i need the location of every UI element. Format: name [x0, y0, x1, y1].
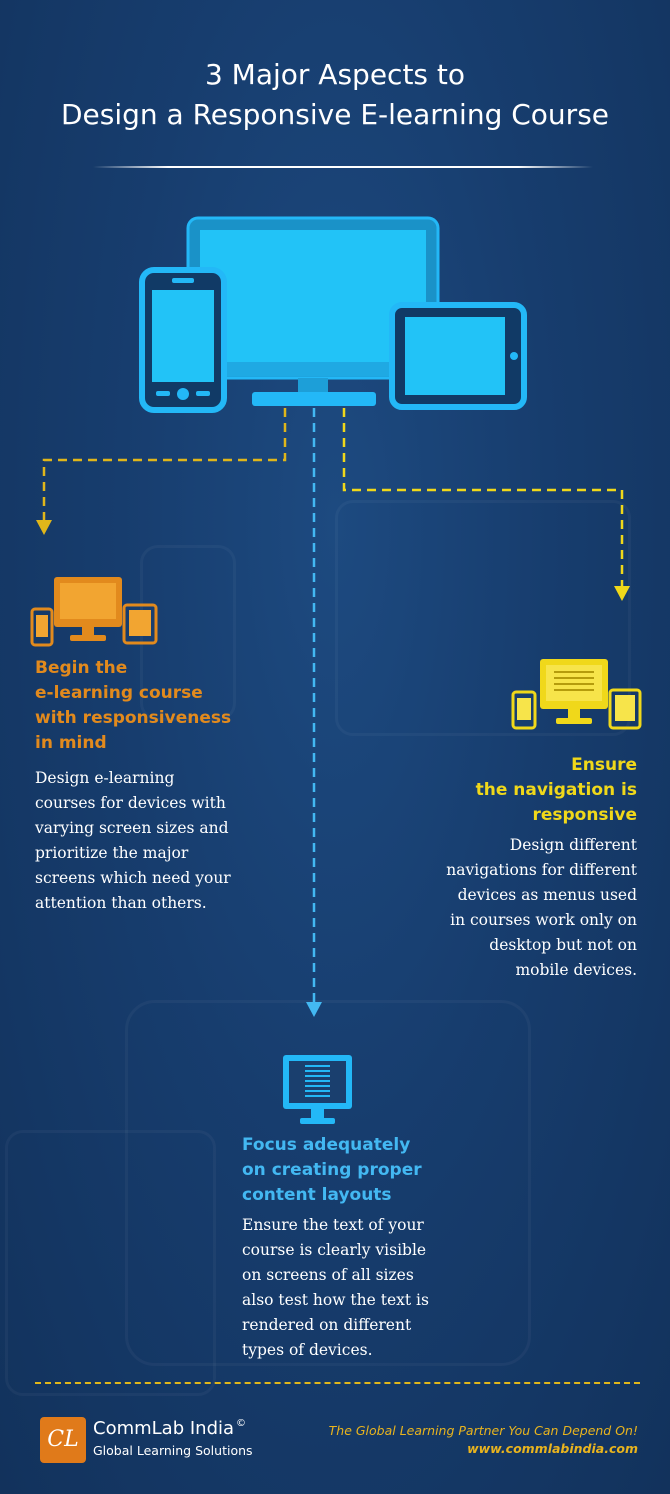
- page-title-line1: 3 Major Aspects to: [204, 58, 466, 91]
- logo-text: CL: [47, 1427, 79, 1452]
- aspect1-heading-line: with responsiveness: [35, 708, 232, 728]
- aspect2-heading-line: Ensure: [571, 755, 637, 775]
- brand-subtitle: Global Learning Solutions: [93, 1443, 253, 1458]
- footer-divider: [35, 1382, 640, 1384]
- aspect3-body: Ensure the text of your course is clearl…: [242, 1213, 572, 1363]
- aspect3-body-line: Ensure the text of your: [242, 1216, 424, 1234]
- aspect2-body-line: Design different: [509, 836, 637, 854]
- title-divider: [93, 166, 593, 168]
- aspect3-body-line: types of devices.: [242, 1341, 373, 1359]
- responsive-devices-icon: [139, 216, 527, 413]
- aspect1-body-line: Design e-learning: [35, 769, 175, 787]
- aspect1-body-line: screens which need your: [35, 869, 231, 887]
- aspect1-body-line: varying screen sizes and: [35, 819, 229, 837]
- aspect2-body: Design different navigations for differe…: [380, 833, 637, 983]
- aspect1-heading-line: in mind: [35, 733, 107, 753]
- aspect1-body-line: attention than others.: [35, 894, 207, 912]
- bg-tablet-shape: [335, 500, 631, 736]
- aspect3-heading-line: Focus adequately: [242, 1135, 411, 1155]
- footer-url[interactable]: www.commlabindia.com: [467, 1441, 638, 1456]
- aspect3-body-line: on screens of all sizes: [242, 1266, 414, 1284]
- aspect1-heading-line: e-learning course: [35, 683, 203, 703]
- page-title-line2: Design a Responsive E-learning Course: [60, 98, 610, 131]
- connector-lines: [36, 408, 630, 1017]
- aspect1-heading: Begin the e-learning course with respons…: [35, 656, 295, 756]
- aspect3-body-line: course is clearly visible: [242, 1241, 427, 1259]
- aspect2-body-line: in courses work only on: [450, 911, 637, 929]
- aspect3-body-line: also test how the text is: [242, 1291, 429, 1309]
- brand-name-text: CommLab India: [93, 1418, 235, 1439]
- content-monitor-icon: [283, 1055, 352, 1124]
- aspect1-body-line: courses for devices with: [35, 794, 226, 812]
- aspect2-body-line: desktop but not on: [489, 936, 637, 954]
- aspect3-heading-line: on creating proper: [242, 1160, 422, 1180]
- aspect2-heading: Ensure the navigation is responsive: [380, 753, 637, 828]
- aspect2-body-line: devices as menus used: [457, 886, 637, 904]
- aspect3-heading-line: content layouts: [242, 1185, 392, 1205]
- commlab-logo-icon: CL: [40, 1417, 86, 1463]
- aspect2-body-line: mobile devices.: [515, 961, 637, 979]
- orange-devices-icon: [30, 577, 158, 647]
- aspect3-heading: Focus adequately on creating proper cont…: [242, 1133, 572, 1208]
- bg-device-shape: [5, 1130, 216, 1396]
- aspect1-body: Design e-learning courses for devices wi…: [35, 766, 295, 916]
- aspect2-body-line: navigations for different: [446, 861, 637, 879]
- aspect1-body-line: prioritize the major: [35, 844, 189, 862]
- aspect1-heading-line: Begin the: [35, 658, 128, 678]
- aspect2-heading-line: the navigation is: [475, 780, 637, 800]
- aspect3-body-line: rendered on different: [242, 1316, 412, 1334]
- brand-name: CommLab India©: [93, 1418, 246, 1439]
- copyright-mark: ©: [236, 1418, 247, 1429]
- yellow-devices-icon: [511, 659, 642, 730]
- bg-monitor-shape: [125, 1000, 531, 1366]
- footer-tagline: The Global Learning Partner You Can Depe…: [328, 1423, 638, 1438]
- aspect2-heading-line: responsive: [532, 805, 637, 825]
